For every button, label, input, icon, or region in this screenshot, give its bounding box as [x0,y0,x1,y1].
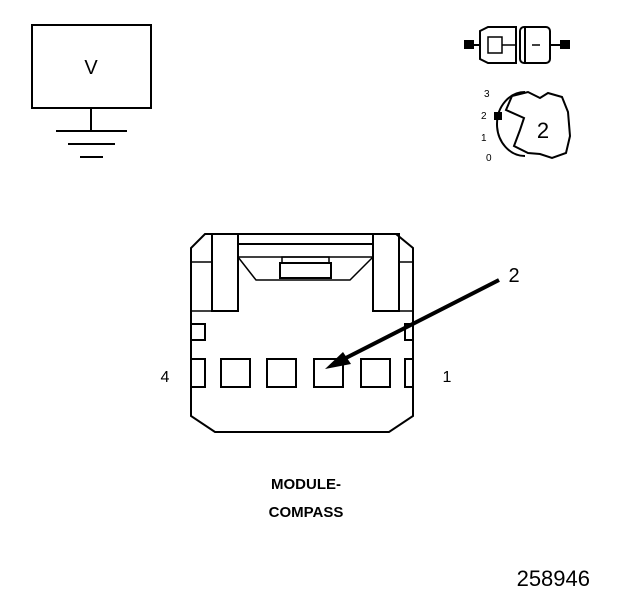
connector-name-line1: MODULE- [271,476,341,493]
pin-number-left: 4 [161,369,170,386]
figure-number: 258946 [517,566,590,591]
voltmeter-symbol: V [31,24,152,158]
knob-position-marker [494,112,502,120]
meter-scale-mark: 2 [481,111,487,122]
connector-face [190,233,414,433]
meter-knob-icon: 3 2 1 0 2 [481,89,572,164]
terminal-cavity [190,358,206,388]
callout-number: 2 [508,265,519,287]
probe-lead-left [464,40,474,49]
probe-lead-right [560,40,570,49]
pin-number-right: 1 [443,369,452,386]
probe-connection-icon [464,26,570,64]
terminal-cavity [313,358,344,388]
meter-scale-mark: 1 [481,133,487,144]
keyway [190,323,206,341]
voltmeter-label: V [84,57,98,79]
terminal-cavity [266,358,297,388]
meter-scale-mark: 3 [484,89,490,100]
terminal-cavity [360,358,391,388]
meter-scale-mark: 0 [486,153,492,164]
connector-name-line2: COMPASS [269,504,344,521]
callout-arrow [325,278,500,369]
terminal-cavity [220,358,251,388]
terminal-cavity [404,358,414,388]
ground-icon [56,108,127,158]
knob-setting: 2 [537,118,549,143]
